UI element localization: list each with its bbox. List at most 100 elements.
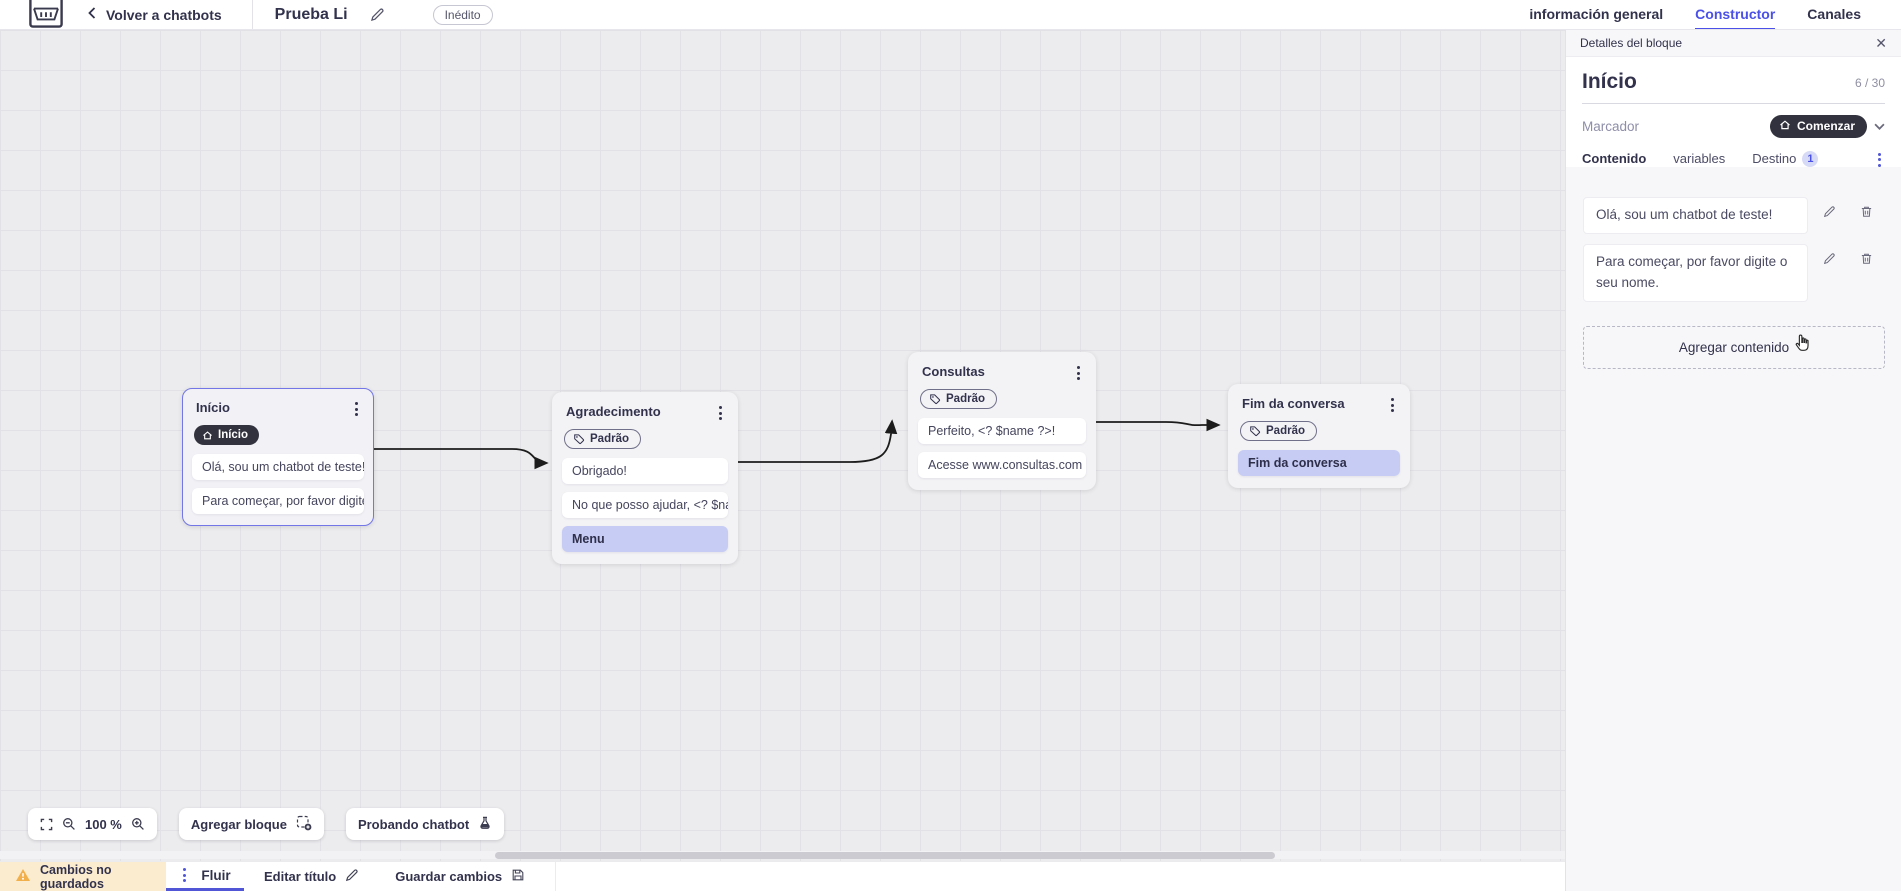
node-content-item[interactable]: Acesse www.consultas.com par...	[918, 452, 1086, 478]
node-title: Consultas	[922, 364, 985, 379]
unsaved-label: Cambios no guardados	[40, 862, 112, 891]
panel-header: Detalles del bloque ✕	[1566, 30, 1901, 57]
panel-tab-variables[interactable]: variables	[1673, 147, 1725, 172]
canvas-horizontal-scrollbar[interactable]	[0, 851, 1565, 859]
panel-content: Olá, sou um chatbot de teste! Para começa…	[1566, 167, 1901, 891]
panel-tabs-kebab-icon[interactable]	[1874, 151, 1885, 169]
node-content-item[interactable]: Para começar, por favor digite o ...	[192, 487, 364, 514]
add-block-icon	[296, 815, 312, 834]
panel-title: Detalles del bloque	[1580, 36, 1683, 50]
node-menu-icon[interactable]	[1387, 396, 1398, 414]
zoom-out-icon[interactable]	[62, 817, 76, 831]
node-menu-icon[interactable]	[351, 400, 362, 418]
top-bar: Volver a chatbots Prueba Li Inédito info…	[0, 0, 1901, 30]
node-content-item[interactable]: No que posso ajudar, <? $name ...	[562, 492, 728, 518]
block-name-field[interactable]: Início 6 / 30	[1582, 70, 1885, 104]
block-name-value: Início	[1582, 70, 1637, 93]
node-content-item[interactable]: Fim da conversa	[1238, 450, 1400, 476]
zoom-level: 100 %	[85, 816, 122, 832]
edit-content-icon[interactable]	[1823, 252, 1836, 265]
topbar-divider	[251, 0, 253, 29]
edge-consultas-fim	[1096, 418, 1221, 432]
node-content-item[interactable]: Menu	[562, 526, 728, 552]
start-badge: Início	[194, 425, 260, 445]
node-content-item[interactable]: Perfeito, <? $name ?>!	[918, 418, 1086, 444]
marker-value-button[interactable]: Comenzar	[1769, 114, 1867, 138]
marker-value-label: Comenzar	[1796, 119, 1855, 133]
save-icon	[511, 868, 525, 885]
block-details-panel: Detalles del bloque ✕ Início 6 / 30 Marc…	[1565, 30, 1901, 891]
close-icon[interactable]: ✕	[1875, 35, 1887, 51]
content-row: Para começar, por favor digite o seu nom…	[1583, 243, 1885, 302]
unsaved-changes-badge: Cambios no guardados	[0, 862, 166, 891]
warning-icon	[15, 868, 31, 885]
add-block-button[interactable]: Agregar bloque	[178, 808, 324, 840]
node-title: Fim da conversa	[1242, 396, 1345, 411]
node-content-item[interactable]: Olá, sou um chatbot de teste!	[192, 453, 364, 480]
add-content-button[interactable]: Agregar contenido	[1583, 325, 1885, 369]
test-chatbot-label: Probando chatbot	[357, 816, 470, 832]
fluir-label: Fluir	[201, 867, 231, 883]
char-counter: 6 / 30	[1854, 76, 1885, 90]
save-changes-label: Guardar cambios	[395, 869, 503, 884]
edit-title-label: Editar título	[264, 869, 337, 884]
default-badge: Padrão	[1240, 421, 1317, 441]
add-content-label: Agregar contenido	[1678, 339, 1790, 355]
back-to-chatbots-button[interactable]: Volver a chatbots	[88, 6, 222, 24]
destination-count-badge: 1	[1802, 150, 1819, 167]
app-logo-icon	[28, 0, 64, 29]
content-row: Olá, sou um chatbot de teste!	[1583, 197, 1885, 234]
panel-tab-label: variables	[1673, 151, 1726, 166]
edit-title-button[interactable]: Editar título	[264, 862, 359, 891]
marker-row: Marcador Comenzar	[1582, 113, 1885, 139]
content-text-card[interactable]: Para começar, por favor digite o seu nom…	[1583, 243, 1808, 302]
edge-agradecimento-consultas	[738, 419, 898, 463]
tab-fluir[interactable]: Fluir	[166, 862, 244, 891]
chevron-left-icon	[88, 6, 96, 24]
edit-title-icon[interactable]	[370, 7, 385, 22]
flow-kebab-icon[interactable]	[179, 866, 190, 884]
zoom-controls: 100 %	[28, 808, 157, 840]
save-changes-button[interactable]: Guardar cambios	[395, 862, 525, 891]
node-title: Início	[196, 400, 230, 415]
tab-canales[interactable]: Canales	[1807, 5, 1861, 22]
tab-información-general[interactable]: información general	[1529, 5, 1664, 22]
edge-inicio-agradecimento	[374, 448, 549, 470]
panel-tab-label: Contenido	[1582, 151, 1647, 166]
back-label: Volver a chatbots	[106, 6, 222, 23]
home-icon	[1779, 119, 1791, 134]
test-chatbot-button[interactable]: Probando chatbot	[345, 808, 505, 840]
fit-screen-icon[interactable]	[40, 818, 53, 831]
add-block-label: Agregar bloque	[190, 816, 287, 832]
status-bar: Cambios no guardados Fluir Editar título…	[0, 861, 1565, 891]
flow-title: Prueba Li	[274, 5, 348, 23]
tab-constructor[interactable]: Constructor	[1695, 0, 1776, 29]
chevron-down-icon[interactable]	[1874, 117, 1885, 135]
delete-content-icon[interactable]	[1860, 252, 1873, 265]
flask-icon	[478, 816, 492, 833]
node-menu-icon[interactable]	[1073, 364, 1084, 382]
edit-content-icon[interactable]	[1823, 205, 1836, 218]
node-title: Agradecimento	[566, 404, 661, 419]
scrollbar-thumb[interactable]	[495, 851, 1275, 859]
node-content-item[interactable]: Obrigado!	[562, 458, 728, 484]
panel-tab-label: Destino	[1752, 151, 1797, 166]
statusbar-divider	[555, 862, 557, 891]
content-rows: Olá, sou um chatbot de teste! Para começa…	[1583, 197, 1885, 302]
panel-tab-destino[interactable]: Destino 1	[1752, 147, 1819, 172]
header-tabs: información general Constructor Canales	[1529, 0, 1861, 29]
marker-label: Marcador	[1582, 118, 1640, 134]
content-text-card[interactable]: Olá, sou um chatbot de teste!	[1583, 197, 1808, 234]
default-badge: Padrão	[564, 429, 641, 449]
pencil-icon	[345, 868, 359, 885]
zoom-in-icon[interactable]	[131, 817, 145, 831]
status-badge: Inédito	[432, 4, 493, 25]
node-menu-icon[interactable]	[715, 404, 726, 422]
delete-content-icon[interactable]	[1860, 205, 1873, 218]
default-badge: Padrão	[920, 389, 997, 409]
